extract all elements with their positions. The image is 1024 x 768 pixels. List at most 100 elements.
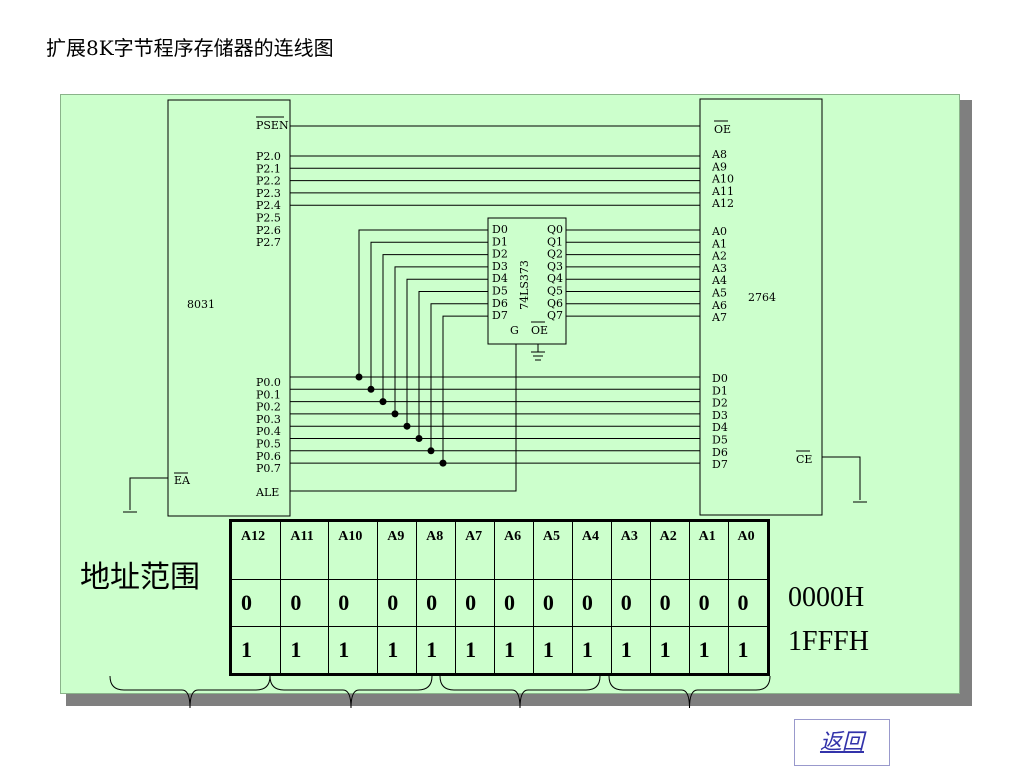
p0-pin-label: P0.4 xyxy=(256,425,281,438)
group-brace xyxy=(109,675,271,709)
latch-q-label: Q0 xyxy=(547,223,563,236)
eprom-low-addr-label: A3 xyxy=(711,262,727,275)
junction-dot xyxy=(415,435,423,442)
end-bit-cell: 1 xyxy=(688,625,729,676)
eprom-high-addr-label: A12 xyxy=(711,197,734,210)
address-bit-header: A8 xyxy=(416,520,457,580)
ale-label: ALE xyxy=(255,486,279,499)
cpu-name: 8031 xyxy=(187,298,215,311)
ea-wire xyxy=(129,477,168,510)
eprom-name: 2764 xyxy=(748,291,776,304)
p0-pin-label: P0.6 xyxy=(256,450,281,463)
p2-pin-label: P2.7 xyxy=(256,236,281,249)
end-bit-cell: 1 xyxy=(610,625,651,676)
end-bit-cell: 1 xyxy=(532,625,573,676)
group-brace xyxy=(439,675,601,709)
address-bit-header: A11 xyxy=(280,520,330,580)
latch-d-wire xyxy=(430,303,488,451)
end-bit-cell: 1 xyxy=(727,625,770,676)
address-bit-header: A12 xyxy=(229,520,282,580)
wires xyxy=(123,125,867,513)
back-button[interactable]: 返回 xyxy=(794,719,890,766)
address-range-label: 地址范围 xyxy=(80,560,200,595)
eprom-data-label: D6 xyxy=(712,446,728,459)
start-bit-cell: 0 xyxy=(328,578,379,627)
p0-pin-label: P0.1 xyxy=(256,388,281,401)
address-bit-header: A9 xyxy=(377,520,418,580)
junction-dot xyxy=(391,410,399,418)
latch-oe-label: OE xyxy=(531,324,548,337)
eprom-data-label: D2 xyxy=(712,397,728,410)
group-brace xyxy=(269,675,433,709)
end-bit-cell: 1 xyxy=(377,625,418,676)
eprom-data-label: D1 xyxy=(712,384,728,397)
latch-d-label: D2 xyxy=(492,248,508,261)
latch-q-label: Q7 xyxy=(547,309,563,322)
eprom-low-addr-label: A4 xyxy=(711,274,727,287)
eprom-high-addr-label: A11 xyxy=(711,185,734,198)
latch-q-label: Q5 xyxy=(547,285,563,298)
latch-d-wire xyxy=(442,315,488,464)
p0-pin-label: P0.7 xyxy=(256,462,281,475)
ce-wire xyxy=(822,456,861,500)
p0-pin-label: P0.5 xyxy=(256,438,281,451)
eprom-data-label: D5 xyxy=(712,434,728,447)
junction-dots xyxy=(355,373,447,467)
end-address: 1FFFH xyxy=(788,626,869,657)
junction-dot xyxy=(367,385,375,393)
p0-pin-label: P0.3 xyxy=(256,413,281,426)
start-bit-cell: 0 xyxy=(688,578,729,627)
eprom-low-addr-label: A6 xyxy=(711,299,727,312)
latch-d-label: D3 xyxy=(492,260,508,273)
start-bit-cell: 0 xyxy=(532,578,573,627)
p2-pin-label: P2.1 xyxy=(256,162,281,175)
eprom-low-addr-label: A2 xyxy=(711,250,727,263)
start-address: 0000H xyxy=(788,582,865,613)
start-bit-cell: 0 xyxy=(280,578,330,627)
eprom-data-label: D3 xyxy=(712,409,728,422)
end-bit-cell: 1 xyxy=(229,625,282,676)
latch-q-label: Q3 xyxy=(547,260,563,273)
junction-dot xyxy=(439,459,447,467)
address-bit-header: A7 xyxy=(455,520,495,580)
end-bit-cell: 1 xyxy=(328,625,379,676)
latch-d-label: D0 xyxy=(492,223,508,236)
address-bit-header: A0 xyxy=(727,520,770,580)
latch-d-wire xyxy=(370,241,488,390)
ea-label: EA xyxy=(174,474,191,487)
end-bit-cell: 1 xyxy=(280,625,330,676)
start-bit-cell: 0 xyxy=(493,578,534,627)
p0-pin-label: P0.0 xyxy=(256,376,281,389)
latch-d-wire xyxy=(382,254,488,402)
page-title: 扩展8K字节程序存储器的连线图 xyxy=(46,36,334,60)
latch-q-label: Q2 xyxy=(547,248,563,261)
latch-d-wire xyxy=(394,266,488,414)
latch-d-wire xyxy=(358,229,488,377)
start-bit-cell: 0 xyxy=(727,578,770,627)
p2-pin-label: P2.2 xyxy=(256,175,281,188)
latch-d-wire xyxy=(418,291,488,439)
eprom-ce-label: CE xyxy=(796,453,812,466)
eprom-data-label: D0 xyxy=(712,372,728,385)
p2-pin-label: P2.0 xyxy=(256,150,281,163)
latch-d-label: D7 xyxy=(492,309,508,322)
eprom-data-label: D4 xyxy=(712,421,728,434)
latch-q-label: Q4 xyxy=(547,272,563,285)
address-bit-header: A10 xyxy=(328,520,379,580)
start-bit-cell: 0 xyxy=(229,578,282,627)
eprom-low-addr-label: A1 xyxy=(711,237,727,250)
latch-74ls373-box xyxy=(487,217,567,345)
eprom-2764-box xyxy=(699,98,823,516)
eprom-data-label: D7 xyxy=(712,458,728,471)
latch-d-label: D4 xyxy=(492,272,508,285)
latch-d-label: D6 xyxy=(492,297,508,310)
eprom-low-addr-label: A7 xyxy=(711,311,727,324)
latch-g-label: G xyxy=(510,324,519,337)
address-bit-header: A2 xyxy=(649,520,690,580)
junction-dot xyxy=(427,447,435,455)
eprom-low-addr-label: A0 xyxy=(711,225,727,238)
